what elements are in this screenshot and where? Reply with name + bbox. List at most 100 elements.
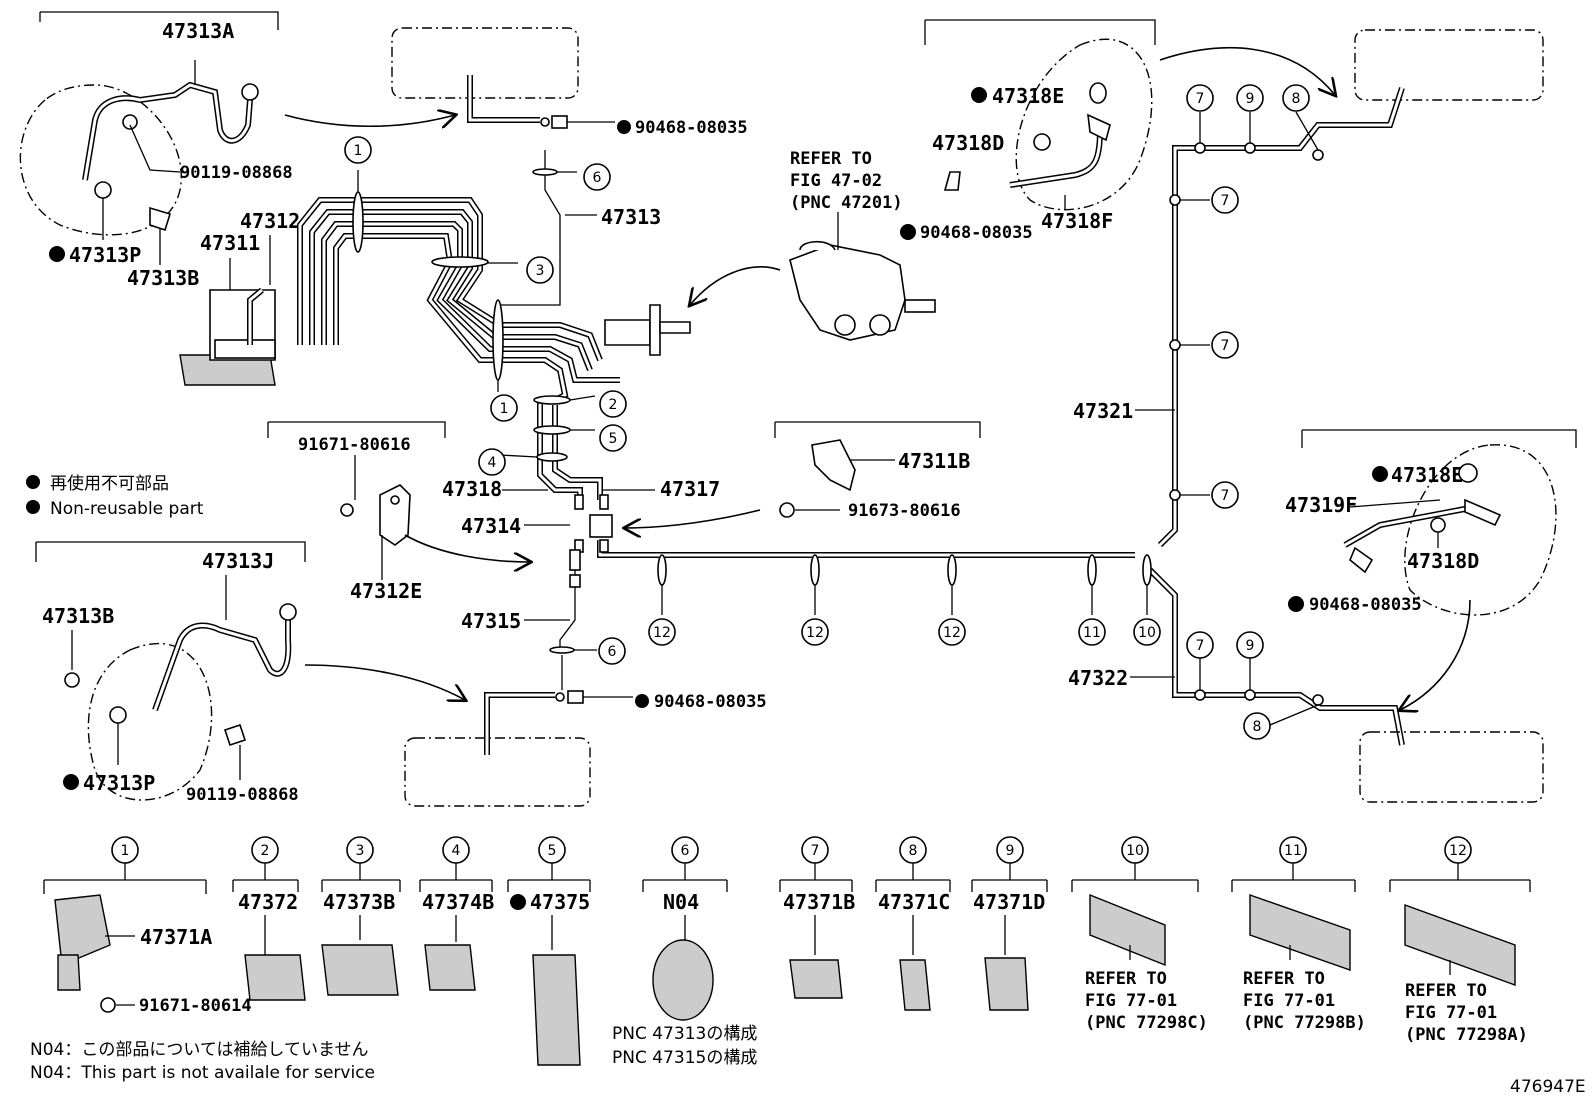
callout-7: 7 [1196,91,1205,107]
label-47313: 47313 [601,205,661,229]
clamp-5-num: 5 [548,843,557,859]
rear-right-hose-group: 47318E 47319F 47318D 90468-08035 [1285,429,1577,710]
label-47322: 47322 [1068,666,1128,690]
label-90468-bot: 90468-08035 [654,692,767,712]
clamp-legend-row: 1 47371A 91671-80614 2 47372 3 47373B 4 … [43,836,1531,1068]
label-refer-mc-3: (PNC 47201) [790,193,903,213]
clamp-12-refer2: FIG 77-01 [1405,1003,1497,1023]
callout-7: 7 [1196,638,1205,654]
callout-2: 2 [609,397,618,413]
clamp-7-part: 47371B [783,890,855,914]
clamp-11-refer1: REFER TO [1243,969,1325,989]
clamp-10-refer2: FIG 77-01 [1085,991,1177,1011]
callout-5: 5 [609,431,618,447]
non-reusable-dot [1372,466,1388,482]
label-47312E: 47312E [350,579,422,603]
label-47313A: 47313A [162,19,234,43]
clamp-4-num: 4 [452,843,461,859]
label-47313B-top: 47313B [127,266,199,290]
clamp-3-part: 47373B [323,890,395,914]
clamp-8-num: 8 [909,843,918,859]
callout-6: 6 [593,170,602,186]
clamp-10-num: 10 [1126,843,1144,859]
sensor-47311B-group: 47311B 91673-80616 [774,421,981,521]
rear-left-hose-group: 47313J 47313B 47313P 90119-08868 90468-0… [35,541,767,807]
clamp-1-extra: 91671-80614 [139,996,252,1016]
label-47314: 47314 [461,514,521,538]
label-47313B-bot: 47313B [42,604,114,628]
clamp-12-refer1: REFER TO [1405,981,1487,1001]
label-90468-r: 90468-08035 [1309,595,1422,615]
callout-1: 1 [500,401,509,417]
callout-10: 10 [1138,625,1156,641]
label-47313J: 47313J [202,549,274,573]
front-right-hose-group: 47318E 47318D 90468-08035 47318F [900,19,1335,243]
label-90468-top: 90468-08035 [635,118,748,138]
callout-6: 6 [608,644,617,660]
label-47318F: 47318F [1041,209,1113,233]
label-refer-mc-1: REFER TO [790,149,872,169]
non-reusable-dot [617,120,631,134]
bracket-47312E-group: 91671-80616 47312E [267,421,530,603]
non-reusable-dot [49,246,65,262]
diagram-id: 476947E [1510,1077,1586,1097]
clamp-11-refer3: (PNC 77298B) [1243,1013,1366,1033]
label-47313P-top: 47313P [69,243,141,267]
clamp-1-part: 47371A [140,925,212,949]
callout-1: 1 [354,143,363,159]
callout-12: 12 [943,625,961,641]
master-cylinder: REFER TO FIG 47-02 (PNC 47201) [604,149,936,356]
label-47318E-tr: 47318E [992,84,1064,108]
label-47313P-bot: 47313P [83,771,155,795]
callouts-main: 1 6 3 1 2 5 4 6 12 12 12 11 10 7 9 8 7 7… [344,84,1310,740]
callout-9: 9 [1246,638,1255,654]
clamp-11-refer2: FIG 77-01 [1243,991,1335,1011]
label-90119-08868-top: 90119-08868 [180,163,293,183]
callout-3: 3 [536,263,545,279]
clamp-6-num: 6 [681,843,690,859]
legend-dot [26,500,40,514]
callout-8: 8 [1292,91,1301,107]
non-reusable-dot [971,87,987,103]
label-90119-bot: 90119-08868 [186,785,299,805]
label-47317: 47317 [660,477,720,501]
callout-8: 8 [1253,719,1262,735]
n04-note-jp: N04：この部品については補給していません [30,1040,368,1060]
clamp-8-part: 47371C [878,890,950,914]
label-90468-tr: 90468-08035 [920,223,1033,243]
callout-12: 12 [653,625,671,641]
label-47319F: 47319F [1285,493,1357,517]
non-reusable-dot [635,694,649,708]
label-refer-mc-2: FIG 47-02 [790,171,882,191]
clamp-11-num: 11 [1284,843,1302,859]
clamp-6-pnc1: PNC 47313の構成 [612,1024,757,1044]
clamp-7-num: 7 [811,843,820,859]
callout-12: 12 [806,625,824,641]
clamp-5-part: 47375 [530,890,590,914]
clamp-6-part: N04 [663,890,699,914]
clamp-2-part: 47372 [238,890,298,914]
legend: 再使用不可部品 Non-reusable part [26,473,204,519]
callout-4: 4 [488,455,497,471]
n04-note-en: N04：This part is not availale for servic… [30,1063,375,1083]
callout-11: 11 [1083,625,1101,641]
label-91671-80616: 91671-80616 [298,435,411,455]
label-47315: 47315 [461,609,521,633]
right-line-group: 47321 47322 [1068,29,1544,803]
clamp-6-pnc2: PNC 47315の構成 [612,1048,757,1068]
legend-en: Non-reusable part [50,499,204,519]
label-47318E-r: 47318E [1391,463,1463,487]
front-left-hose-group: 47313A 90119-08868 47313P 47313B [19,11,293,290]
junction-group: 47318 47317 47314 47315 [442,477,1152,654]
label-47321: 47321 [1073,399,1133,423]
abs-actuator-group: 47312 47311 [179,170,1135,558]
label-47318D-r: 47318D [1407,549,1479,573]
non-reusable-dot [63,774,79,790]
callout-9: 9 [1246,91,1255,107]
front-left-line-group: 90468-08035 47313 [284,27,748,306]
label-91673-80616: 91673-80616 [848,501,961,521]
label-47318D-tr: 47318D [932,131,1004,155]
clamp-9-part: 47371D [973,890,1045,914]
footnotes: N04：この部品については補給していません N04：This part is n… [30,1040,1586,1097]
